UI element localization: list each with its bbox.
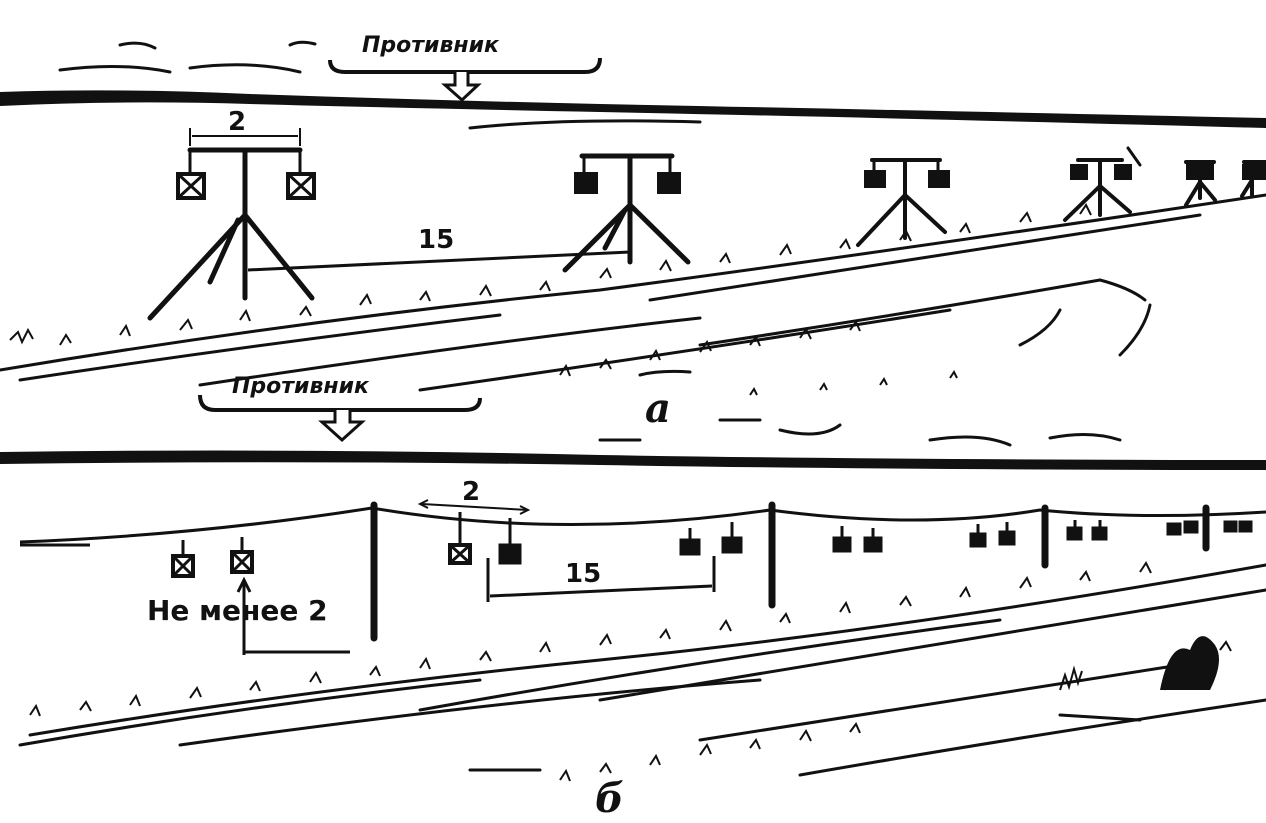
enemy-label-a: Противник xyxy=(362,33,500,58)
tripod-post-2 xyxy=(562,153,691,273)
width-label-a: 2 xyxy=(228,107,246,137)
tripod-post-1 xyxy=(147,147,316,321)
panel-a: Противник xyxy=(0,33,1266,447)
panel-letter-b: б xyxy=(595,775,624,822)
tripod-post-4 xyxy=(1063,146,1142,222)
enemy-indicator-a: Противник xyxy=(328,33,602,103)
ground-b xyxy=(18,563,1266,777)
spacing-dimension-b: 15 xyxy=(486,556,716,602)
panel-b: Противник xyxy=(0,374,1266,822)
grass-a xyxy=(9,203,1092,396)
horizon-a xyxy=(0,90,1266,128)
enemy-arrow-b xyxy=(318,410,366,443)
height-dimension-b: Не менее 2 xyxy=(147,576,350,655)
ground-a xyxy=(0,193,1266,447)
enemy-bracket-b xyxy=(198,394,482,412)
spacing-label-b: 15 xyxy=(565,559,601,589)
spacing-label-a: 15 xyxy=(418,225,454,255)
grass-b xyxy=(29,561,1232,782)
tripod-post-5 xyxy=(1184,160,1217,207)
width-dimension-a: 2 xyxy=(189,107,301,146)
horizon-b xyxy=(0,450,1266,470)
panel-letter-a: а xyxy=(645,385,671,432)
bush-b xyxy=(1160,636,1219,690)
width-label-b: 2 xyxy=(462,477,480,507)
height-label-b: Не менее 2 xyxy=(147,594,328,627)
enemy-bracket-a xyxy=(328,57,602,74)
width-dimension-b: 2 xyxy=(417,477,531,515)
enemy-indicator-b: Противник xyxy=(198,374,482,443)
wire-b xyxy=(19,506,1266,544)
spacing-dimension-a: 15 xyxy=(247,225,631,272)
tripod-post-6 xyxy=(1240,160,1266,198)
sky-strokes-a xyxy=(58,40,702,130)
posts-b xyxy=(370,501,1210,642)
enemy-arrow-a xyxy=(441,72,482,103)
hanging-targets-b xyxy=(171,512,1253,578)
tripod-post-3 xyxy=(856,158,950,247)
enemy-label-b: Противник xyxy=(232,374,370,399)
